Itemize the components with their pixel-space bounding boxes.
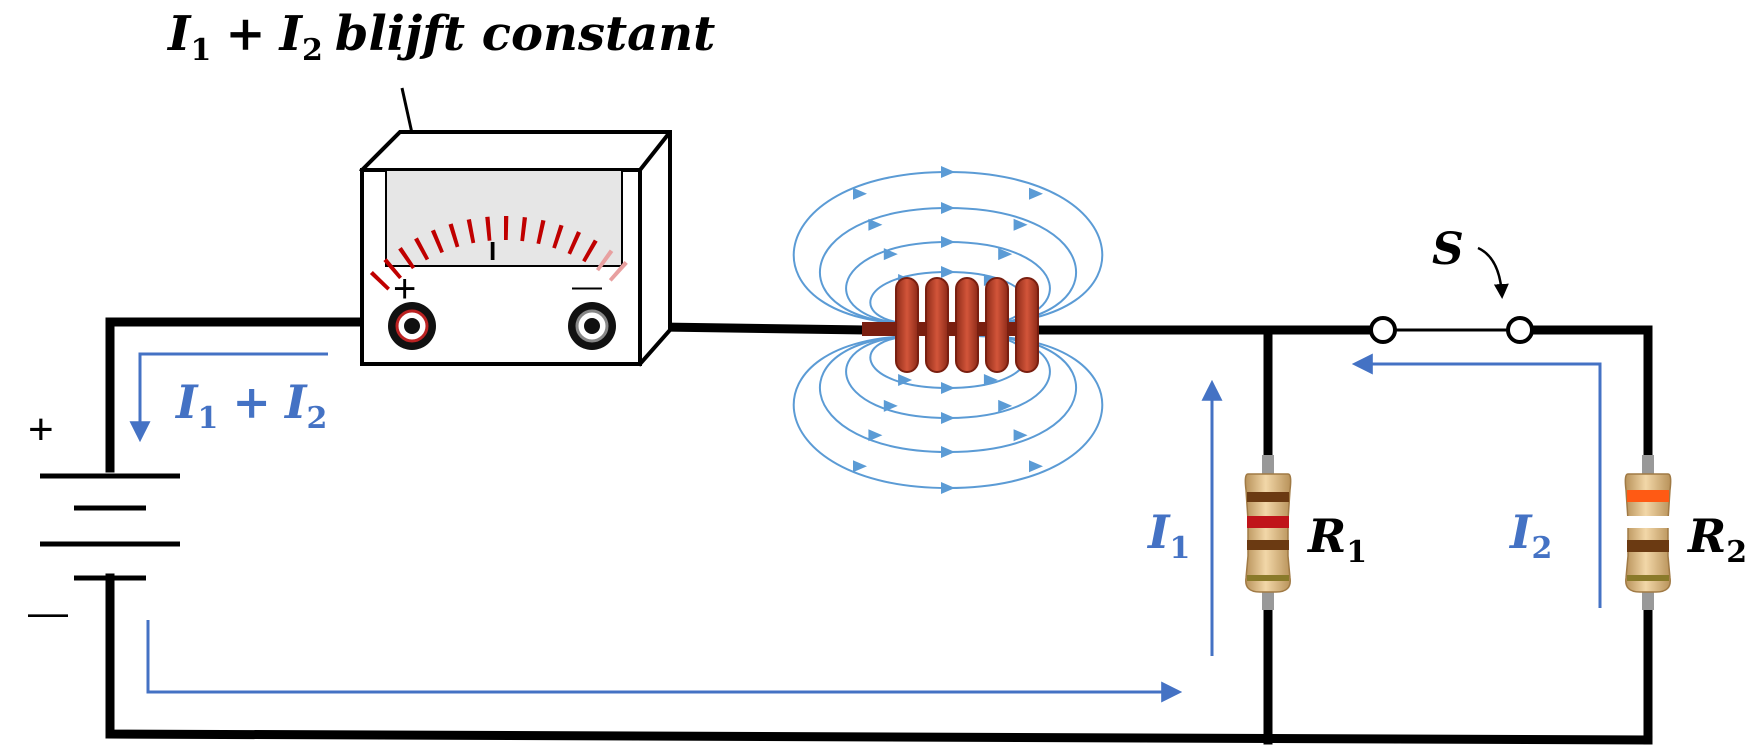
- r1-band-1: [1247, 492, 1289, 502]
- meter-scale: [369, 216, 628, 291]
- meter-scale-bar: [383, 258, 402, 280]
- coil-turn: [1015, 277, 1039, 373]
- resistor-r2: [1624, 455, 1672, 610]
- i1-label: I1: [1146, 505, 1190, 566]
- field-direction-arrow: [898, 374, 913, 387]
- switch-label: S: [1432, 224, 1464, 275]
- r1-band-3: [1247, 540, 1289, 550]
- meter-needle-mark: I: [489, 236, 496, 266]
- meter-scale-bar: [485, 216, 492, 241]
- total-current-arrow-top: [129, 352, 328, 443]
- coil-turn: [925, 277, 949, 373]
- field-direction-arrow: [868, 218, 883, 231]
- field-direction-arrow: [941, 412, 955, 424]
- field-direction-arrow: [883, 248, 898, 261]
- meter-plus-label: +: [393, 267, 416, 311]
- meter-scale-bar: [369, 270, 390, 291]
- ammeter: I + —: [358, 130, 672, 367]
- coil-turn: [895, 277, 919, 373]
- i2-label: I2: [1508, 505, 1552, 566]
- field-direction-arrow: [853, 187, 867, 200]
- r1-band-4: [1247, 575, 1289, 581]
- field-direction-arrow: [1013, 429, 1028, 442]
- total-current-label: I1+I2: [174, 375, 327, 436]
- field-direction-arrow: [941, 482, 955, 494]
- battery-minus: —: [28, 591, 68, 635]
- field-direction-arrow: [853, 460, 867, 473]
- r2-label: R2: [1686, 509, 1747, 570]
- battery-plus: +: [28, 405, 54, 454]
- meter-scale-bar: [552, 224, 564, 249]
- field-direction-arrow: [1013, 218, 1028, 231]
- battery: [40, 473, 180, 581]
- solenoid-coil: [862, 277, 1039, 373]
- meter-plus-terminal: [388, 302, 436, 350]
- meter-minus-label: —: [572, 270, 602, 303]
- meter-scale-bar: [504, 216, 509, 241]
- meter-scale-bar: [536, 219, 546, 245]
- meter-scale-bar: [596, 249, 614, 272]
- i2-arrow: [1351, 353, 1602, 608]
- r2-band-4: [1627, 575, 1669, 581]
- meter-scale-bar: [466, 218, 476, 244]
- meter-scale-bar: [567, 231, 582, 255]
- switch[interactable]: [1369, 316, 1534, 344]
- r2-band-2: [1627, 516, 1669, 528]
- r2-band-1: [1627, 490, 1669, 502]
- meter-scale-bar: [520, 216, 528, 242]
- switch-contact-right: [1506, 316, 1534, 344]
- meter-scale-bar: [430, 229, 444, 254]
- field-direction-arrow: [1029, 187, 1043, 200]
- meter-scale-bar: [414, 237, 430, 261]
- coil-turn: [955, 277, 979, 373]
- switch-contact-left: [1369, 316, 1397, 344]
- meter-scale-bar: [582, 239, 598, 263]
- meter-scale-bar: [398, 247, 416, 270]
- field-direction-arrow: [941, 446, 955, 458]
- meter-minus-terminal: [568, 302, 616, 350]
- magnetic-field-lines: [792, 166, 1104, 494]
- field-direction-arrow: [883, 399, 898, 412]
- switch-pointer-arrow: [1477, 246, 1509, 299]
- r2-band-3: [1627, 540, 1669, 552]
- meter-scale-bar: [448, 223, 460, 248]
- current-arrows: [129, 352, 1602, 703]
- meter-scale-bar: [608, 261, 628, 282]
- wires: [105, 317, 1653, 745]
- field-direction-arrow: [941, 202, 955, 214]
- total-current-arrow-bottom: [146, 620, 1183, 703]
- coil-turn: [985, 277, 1009, 373]
- field-direction-arrow: [868, 429, 883, 442]
- r1-band-2: [1247, 516, 1289, 528]
- field-direction-arrow: [941, 266, 955, 278]
- field-direction-arrow: [983, 374, 998, 387]
- field-direction-arrow: [941, 236, 955, 248]
- resistor-r1: [1244, 455, 1292, 610]
- r1-label: R1: [1306, 509, 1367, 570]
- field-direction-arrow: [941, 166, 955, 178]
- field-direction-arrow: [941, 382, 955, 394]
- field-direction-arrow: [998, 399, 1013, 412]
- field-direction-arrow: [998, 248, 1013, 261]
- field-direction-arrow: [1029, 460, 1043, 473]
